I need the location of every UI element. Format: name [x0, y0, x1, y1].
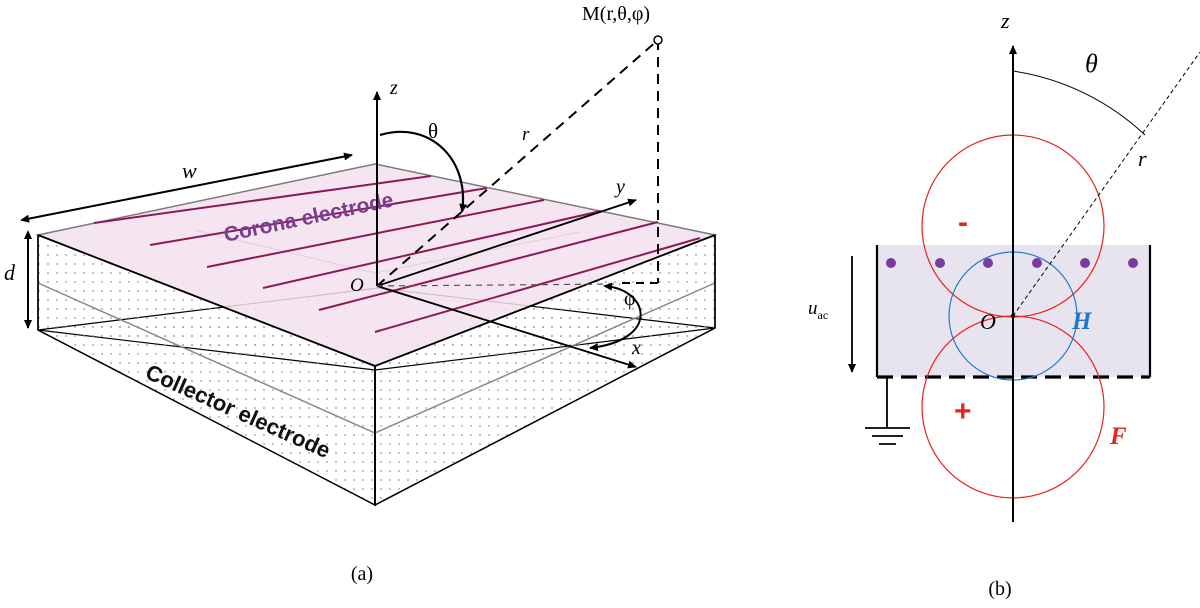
theta-label-a: θ — [428, 119, 438, 143]
z-label: z — [389, 77, 398, 99]
radius-line — [376, 39, 659, 287]
phi-label: φ — [624, 288, 636, 310]
radius-label-b: r — [1138, 146, 1147, 171]
ground-icon — [865, 377, 910, 445]
point-m — [653, 35, 663, 45]
caption-b: (b) — [988, 578, 1011, 600]
f-label: F — [1109, 423, 1127, 450]
h-label: H — [1071, 308, 1093, 335]
projection-line — [376, 283, 621, 287]
panel-b: uac z r θ O - + H F (b) — [808, 8, 1200, 600]
panel-a: Corona electrode Collector electrode w d… — [4, 3, 718, 585]
minus-sign: - — [958, 206, 968, 239]
corona-dots — [886, 258, 1138, 268]
depth-label: d — [4, 260, 16, 285]
width-label: w — [182, 158, 197, 183]
theta-arc — [379, 130, 468, 213]
caption-a: (a) — [351, 563, 373, 585]
radius-line-b — [1012, 51, 1200, 317]
theta-arc-b — [1012, 70, 1146, 136]
x-label: x — [631, 337, 641, 359]
width-arrow — [20, 152, 353, 223]
theta-label-b: θ — [1085, 49, 1098, 78]
origin-a: O — [350, 275, 364, 296]
edge-front-right — [374, 234, 716, 367]
origin-dot-b — [1010, 313, 1016, 319]
origin-b: O — [980, 309, 996, 334]
radius-label-a: r — [522, 124, 530, 145]
y-axis — [376, 198, 637, 287]
z-label-b: z — [1000, 8, 1010, 33]
point-m-label: M(r,θ,φ) — [582, 3, 650, 25]
edge-front-left — [37, 234, 376, 367]
plus-sign: + — [954, 395, 972, 428]
voltage-label: uac — [808, 298, 828, 322]
phi-arc — [589, 282, 642, 352]
x-axis — [376, 285, 637, 369]
y-label: y — [614, 176, 625, 198]
